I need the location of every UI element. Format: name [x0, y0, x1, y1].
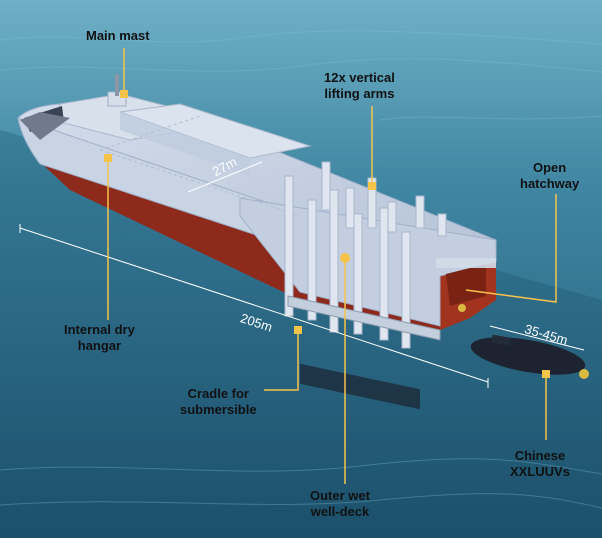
label-xxluuvs: Chinese XXLUUVs: [510, 448, 570, 480]
xxluuv-propeller: [579, 369, 589, 379]
xxluuv-hull: [470, 337, 586, 375]
cradle-dark: [300, 363, 420, 410]
mast-pole: [115, 74, 119, 96]
label-lifting-arms: 12x vertical lifting arms: [324, 70, 395, 102]
label-cradle: Cradle for submersible: [180, 386, 257, 418]
uuv-dimension-line: [489, 325, 585, 351]
well-deck-line1: Outer wet: [310, 488, 370, 503]
leader-markers: [104, 90, 550, 378]
deck-hangar-outline: [99, 115, 301, 217]
forecastle: [20, 112, 70, 140]
label-dry-hangar: Internal dry hangar: [64, 322, 135, 354]
cradle-platform: [287, 295, 441, 341]
superstructure-side: [120, 112, 250, 176]
dry-hangar-line1: Internal dry: [64, 322, 135, 337]
lifting-arms: [284, 161, 447, 349]
open-hatchway-line1: Open: [533, 160, 567, 175]
label-open-hatchway: Open hatchway: [520, 160, 579, 192]
xxluuvs-line2: XXLUUVs: [510, 464, 570, 479]
hatchway-opening: [446, 264, 486, 306]
leader-lines: [107, 48, 557, 484]
well-deck-line2: well-deck: [310, 504, 370, 519]
cradle-line1: Cradle for: [187, 386, 249, 401]
stern-frame: [436, 258, 496, 268]
length-dimension-line: [19, 227, 489, 383]
main-mast-text: Main mast: [86, 28, 150, 43]
lifting-arms-line1: 12x vertical: [324, 70, 395, 85]
well-deck-box: [239, 197, 497, 327]
xxluuvs-line1: Chinese: [514, 448, 566, 463]
dry-hangar-line2: hangar: [77, 338, 122, 353]
wave-texture: [0, 30, 602, 509]
lifting-arms-line2: lifting arms: [324, 86, 395, 101]
beam-dimension-line: [187, 161, 263, 193]
stern-propeller: [458, 304, 466, 312]
label-well-deck: Outer wet well-deck: [310, 488, 370, 520]
label-main-mast: Main mast: [86, 28, 150, 44]
xxluuv-sail: [491, 334, 511, 346]
open-hatchway-line2: hatchway: [520, 176, 580, 191]
cradle-line2: submersible: [180, 402, 257, 417]
